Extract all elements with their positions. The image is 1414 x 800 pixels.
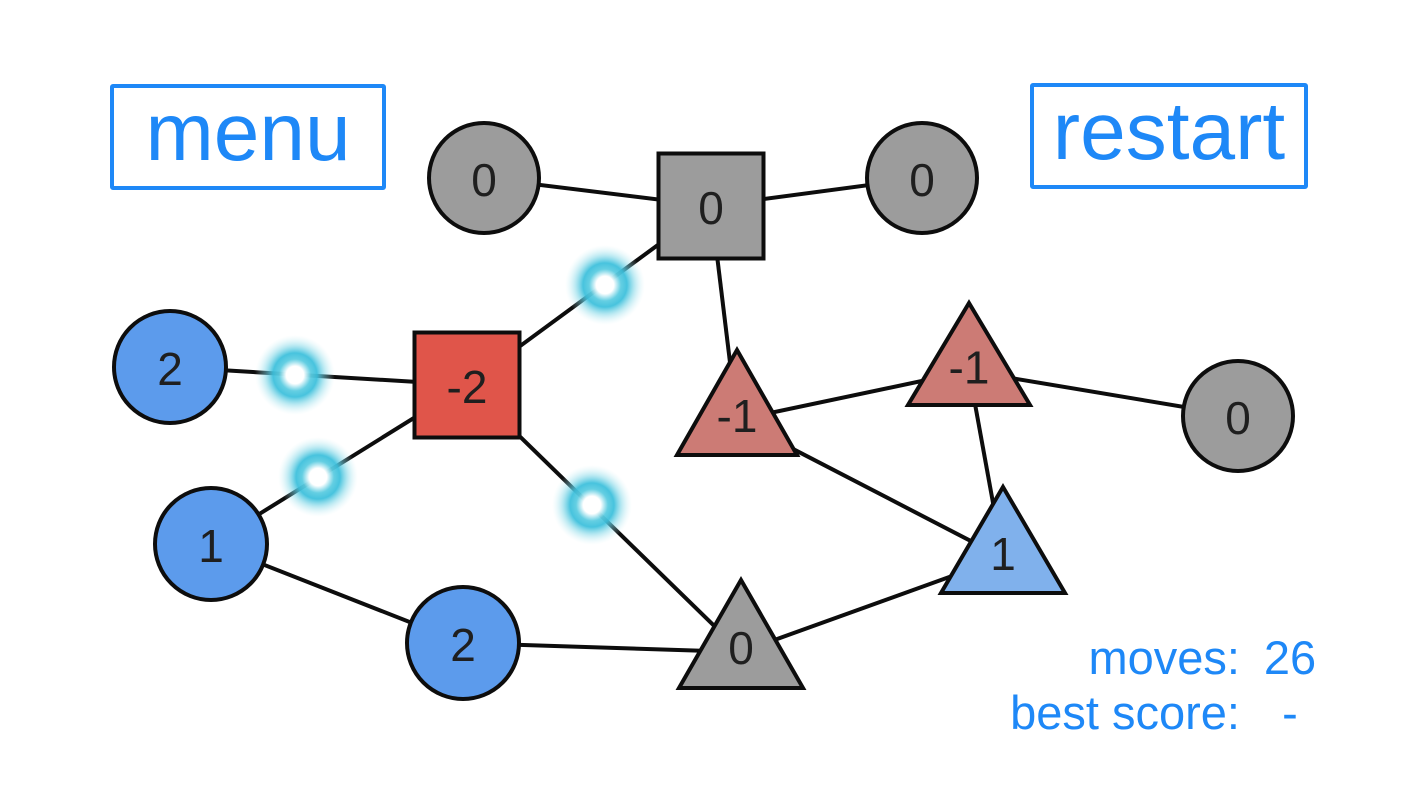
node-label: -2 xyxy=(447,361,488,413)
triangle-shape xyxy=(675,575,807,690)
restart-button[interactable]: restart xyxy=(1030,83,1308,189)
menu-button[interactable]: menu xyxy=(110,84,386,190)
node-circle-0-top-left[interactable]: 0 xyxy=(427,121,541,235)
node-label: 0 xyxy=(471,154,497,206)
node-label: -1 xyxy=(949,341,990,393)
node-label: 2 xyxy=(157,343,183,395)
glow-marker[interactable] xyxy=(255,335,335,415)
node-label: 0 xyxy=(728,622,754,674)
node-square-0-top[interactable]: 0 xyxy=(656,151,766,261)
node-circle-2-left[interactable]: 2 xyxy=(112,309,228,425)
glow-marker[interactable] xyxy=(552,465,632,545)
circle-shape xyxy=(405,585,521,701)
circle-shape xyxy=(112,309,228,425)
triangle-shape xyxy=(937,483,1069,595)
node-label: 2 xyxy=(450,619,476,671)
node-label: 1 xyxy=(990,528,1016,580)
square-shape xyxy=(656,151,766,261)
node-label: -1 xyxy=(717,390,758,442)
node-circle-0-top-right[interactable]: 0 xyxy=(865,121,979,235)
circle-shape xyxy=(427,121,541,235)
circle-shape xyxy=(865,121,979,235)
triangle-shape xyxy=(904,299,1034,407)
square-shape xyxy=(412,330,522,440)
circle-shape xyxy=(153,486,269,602)
node-triangle-0-gray[interactable]: 0 xyxy=(675,575,807,690)
node-circle-1-left[interactable]: 1 xyxy=(153,486,269,602)
best-score-row: best score: - xyxy=(1010,689,1340,744)
nodes-layer: 0 0 0 2 -2 -1 -1 0 1 1 2 0 xyxy=(112,121,1295,701)
node-triangle-minus1-left[interactable]: -1 xyxy=(673,345,801,457)
moves-label: moves: xyxy=(1088,631,1241,684)
circle-shape xyxy=(1181,359,1295,473)
node-label: 0 xyxy=(698,182,724,234)
glow-marker[interactable] xyxy=(278,437,358,517)
node-circle-0-right[interactable]: 0 xyxy=(1181,359,1295,473)
node-label: 0 xyxy=(909,154,935,206)
node-triangle-minus1-right[interactable]: -1 xyxy=(904,299,1034,407)
glow-marker[interactable] xyxy=(565,245,645,325)
best-score-label: best score: xyxy=(1010,686,1240,739)
best-score-value: - xyxy=(1282,686,1298,739)
triangle-shape xyxy=(673,345,801,457)
glow-markers-layer xyxy=(255,245,645,545)
node-square-minus2[interactable]: -2 xyxy=(412,330,522,440)
node-triangle-1-blue[interactable]: 1 xyxy=(937,483,1069,595)
moves-row: moves: 26 xyxy=(1010,634,1340,689)
node-circle-2-bottom[interactable]: 2 xyxy=(405,585,521,701)
node-label: 0 xyxy=(1225,392,1251,444)
score-hud: moves: 26 best score: - xyxy=(1010,634,1340,744)
moves-value: 26 xyxy=(1263,631,1317,684)
node-label: 1 xyxy=(198,520,224,572)
